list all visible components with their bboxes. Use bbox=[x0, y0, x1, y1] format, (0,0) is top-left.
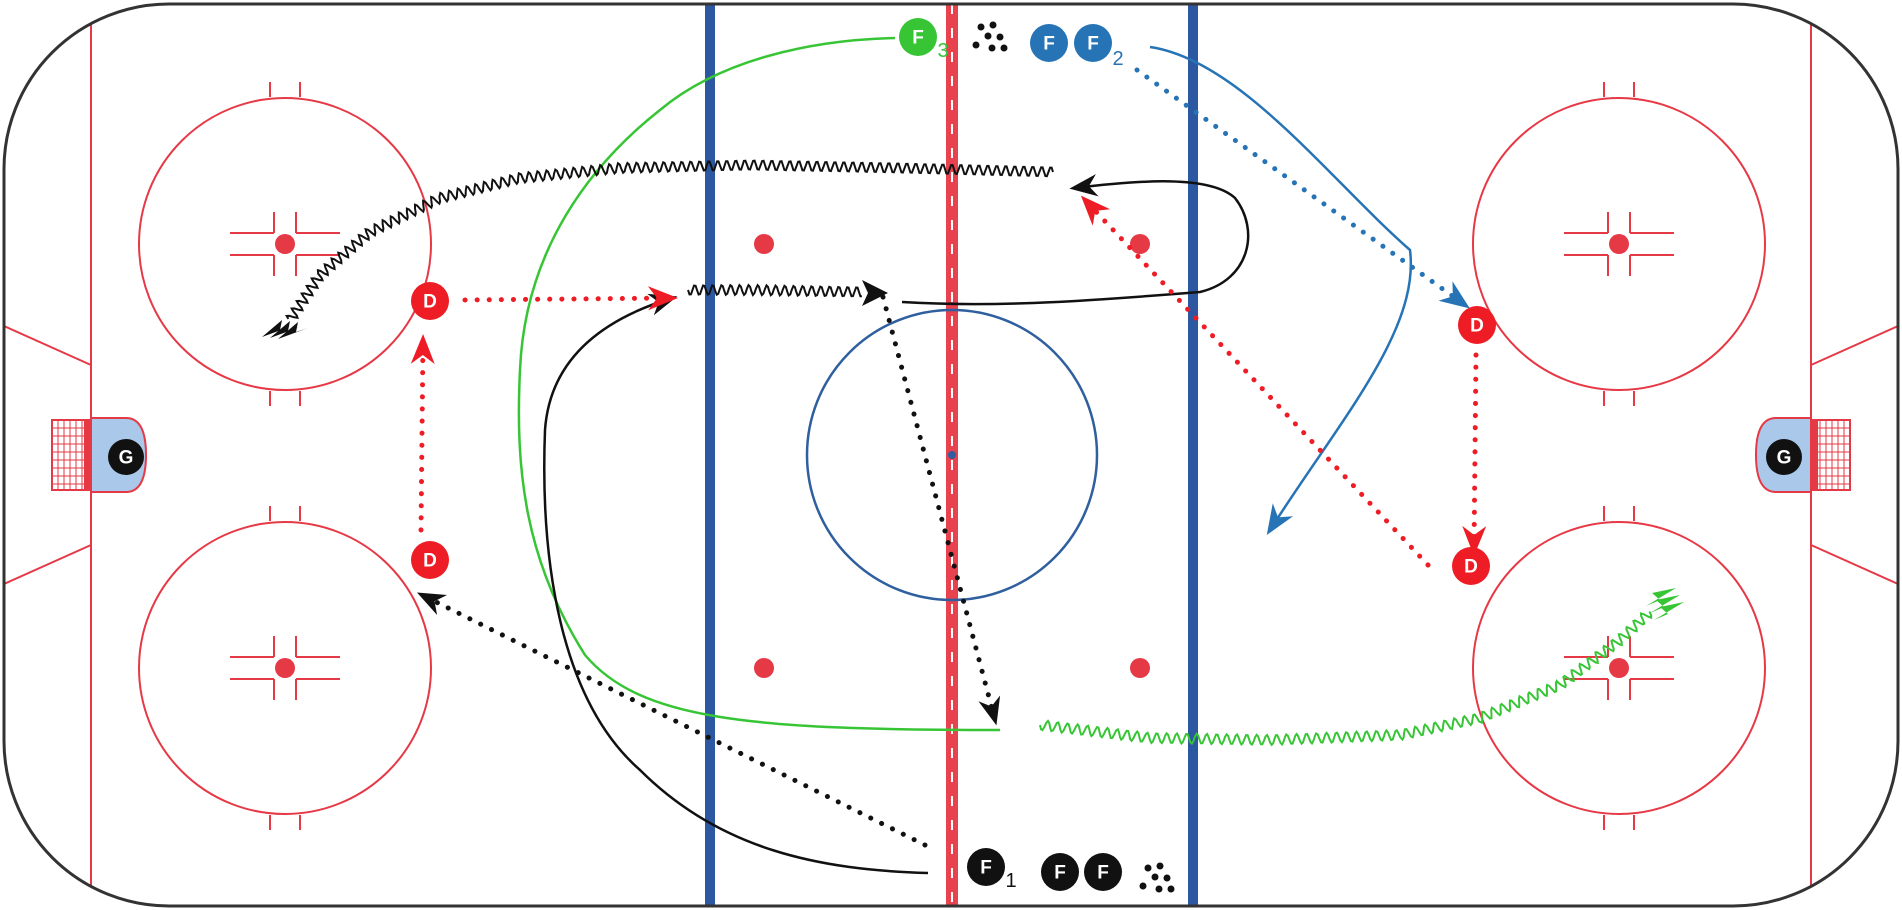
loop-skate-path bbox=[901, 174, 1250, 306]
svg-text:F: F bbox=[912, 28, 924, 49]
svg-text:G: G bbox=[1777, 448, 1792, 469]
faceoff-right-top bbox=[1472, 82, 1766, 406]
svg-text:F: F bbox=[1087, 34, 1099, 55]
center-circle bbox=[805, 308, 1099, 602]
svg-text:G: G bbox=[119, 448, 134, 469]
faceoff-right-bottom bbox=[1472, 506, 1766, 830]
player-d-right-top: D bbox=[1458, 306, 1496, 344]
svg-text:1: 1 bbox=[1005, 870, 1016, 892]
stickhandle-green bbox=[1039, 611, 1653, 747]
f3-skate-path bbox=[517, 36, 1001, 732]
player-f1: F 1 bbox=[967, 848, 1017, 892]
stickhandle-paths bbox=[285, 159, 1653, 747]
svg-text:D: D bbox=[423, 551, 437, 572]
svg-text:D: D bbox=[1464, 557, 1478, 578]
f1-pass bbox=[416, 592, 928, 848]
puck-pile-icon bbox=[972, 21, 1008, 52]
shot-arrow-left bbox=[262, 320, 308, 339]
faceoff-circles bbox=[138, 82, 1766, 830]
drill-paths bbox=[410, 36, 1487, 875]
player-f1-line-a: F bbox=[1041, 853, 1079, 891]
d-left-pass-up bbox=[410, 334, 435, 533]
faceoff-left-bottom bbox=[138, 506, 432, 830]
player-d-right-bottom: D bbox=[1452, 547, 1490, 585]
rink-markings bbox=[4, 4, 1898, 906]
player-f3: F 3 bbox=[899, 18, 949, 62]
player-f2: F 2 bbox=[1074, 24, 1124, 70]
player-goalie-right: G bbox=[1766, 439, 1802, 475]
svg-text:D: D bbox=[423, 292, 437, 313]
blue-line-right bbox=[1188, 4, 1198, 906]
stickhandle-mid-black bbox=[687, 283, 862, 298]
stickhandle-top-black bbox=[285, 159, 1054, 320]
shot-arrow-right bbox=[1646, 588, 1684, 620]
f1-skate-path bbox=[543, 293, 929, 875]
player-d-left-top: D bbox=[411, 282, 449, 320]
player-goalie-left: G bbox=[108, 439, 144, 475]
f2-skate-path bbox=[1149, 45, 1413, 536]
stickhandle-mid-arrowhead bbox=[862, 280, 888, 306]
faceoff-left-top bbox=[138, 82, 432, 406]
svg-text:D: D bbox=[1470, 316, 1484, 337]
svg-text:3: 3 bbox=[937, 40, 948, 62]
diagonal-pass bbox=[880, 294, 1001, 726]
player-d-left-bottom: D bbox=[411, 541, 449, 579]
player-f1-line-b: F bbox=[1084, 853, 1122, 891]
svg-text:F: F bbox=[1097, 863, 1109, 884]
d-right-pass-down bbox=[1462, 352, 1487, 556]
svg-text:F: F bbox=[1043, 34, 1055, 55]
blue-line-left bbox=[705, 4, 715, 906]
d-right-pass-diagonal bbox=[1080, 195, 1431, 568]
player-f2-line: F bbox=[1030, 24, 1068, 62]
puck-pile-icon bbox=[1139, 862, 1175, 893]
svg-text:F: F bbox=[1054, 863, 1066, 884]
svg-text:2: 2 bbox=[1112, 48, 1123, 70]
d-left-pass-across bbox=[462, 286, 678, 311]
svg-text:F: F bbox=[980, 858, 992, 879]
